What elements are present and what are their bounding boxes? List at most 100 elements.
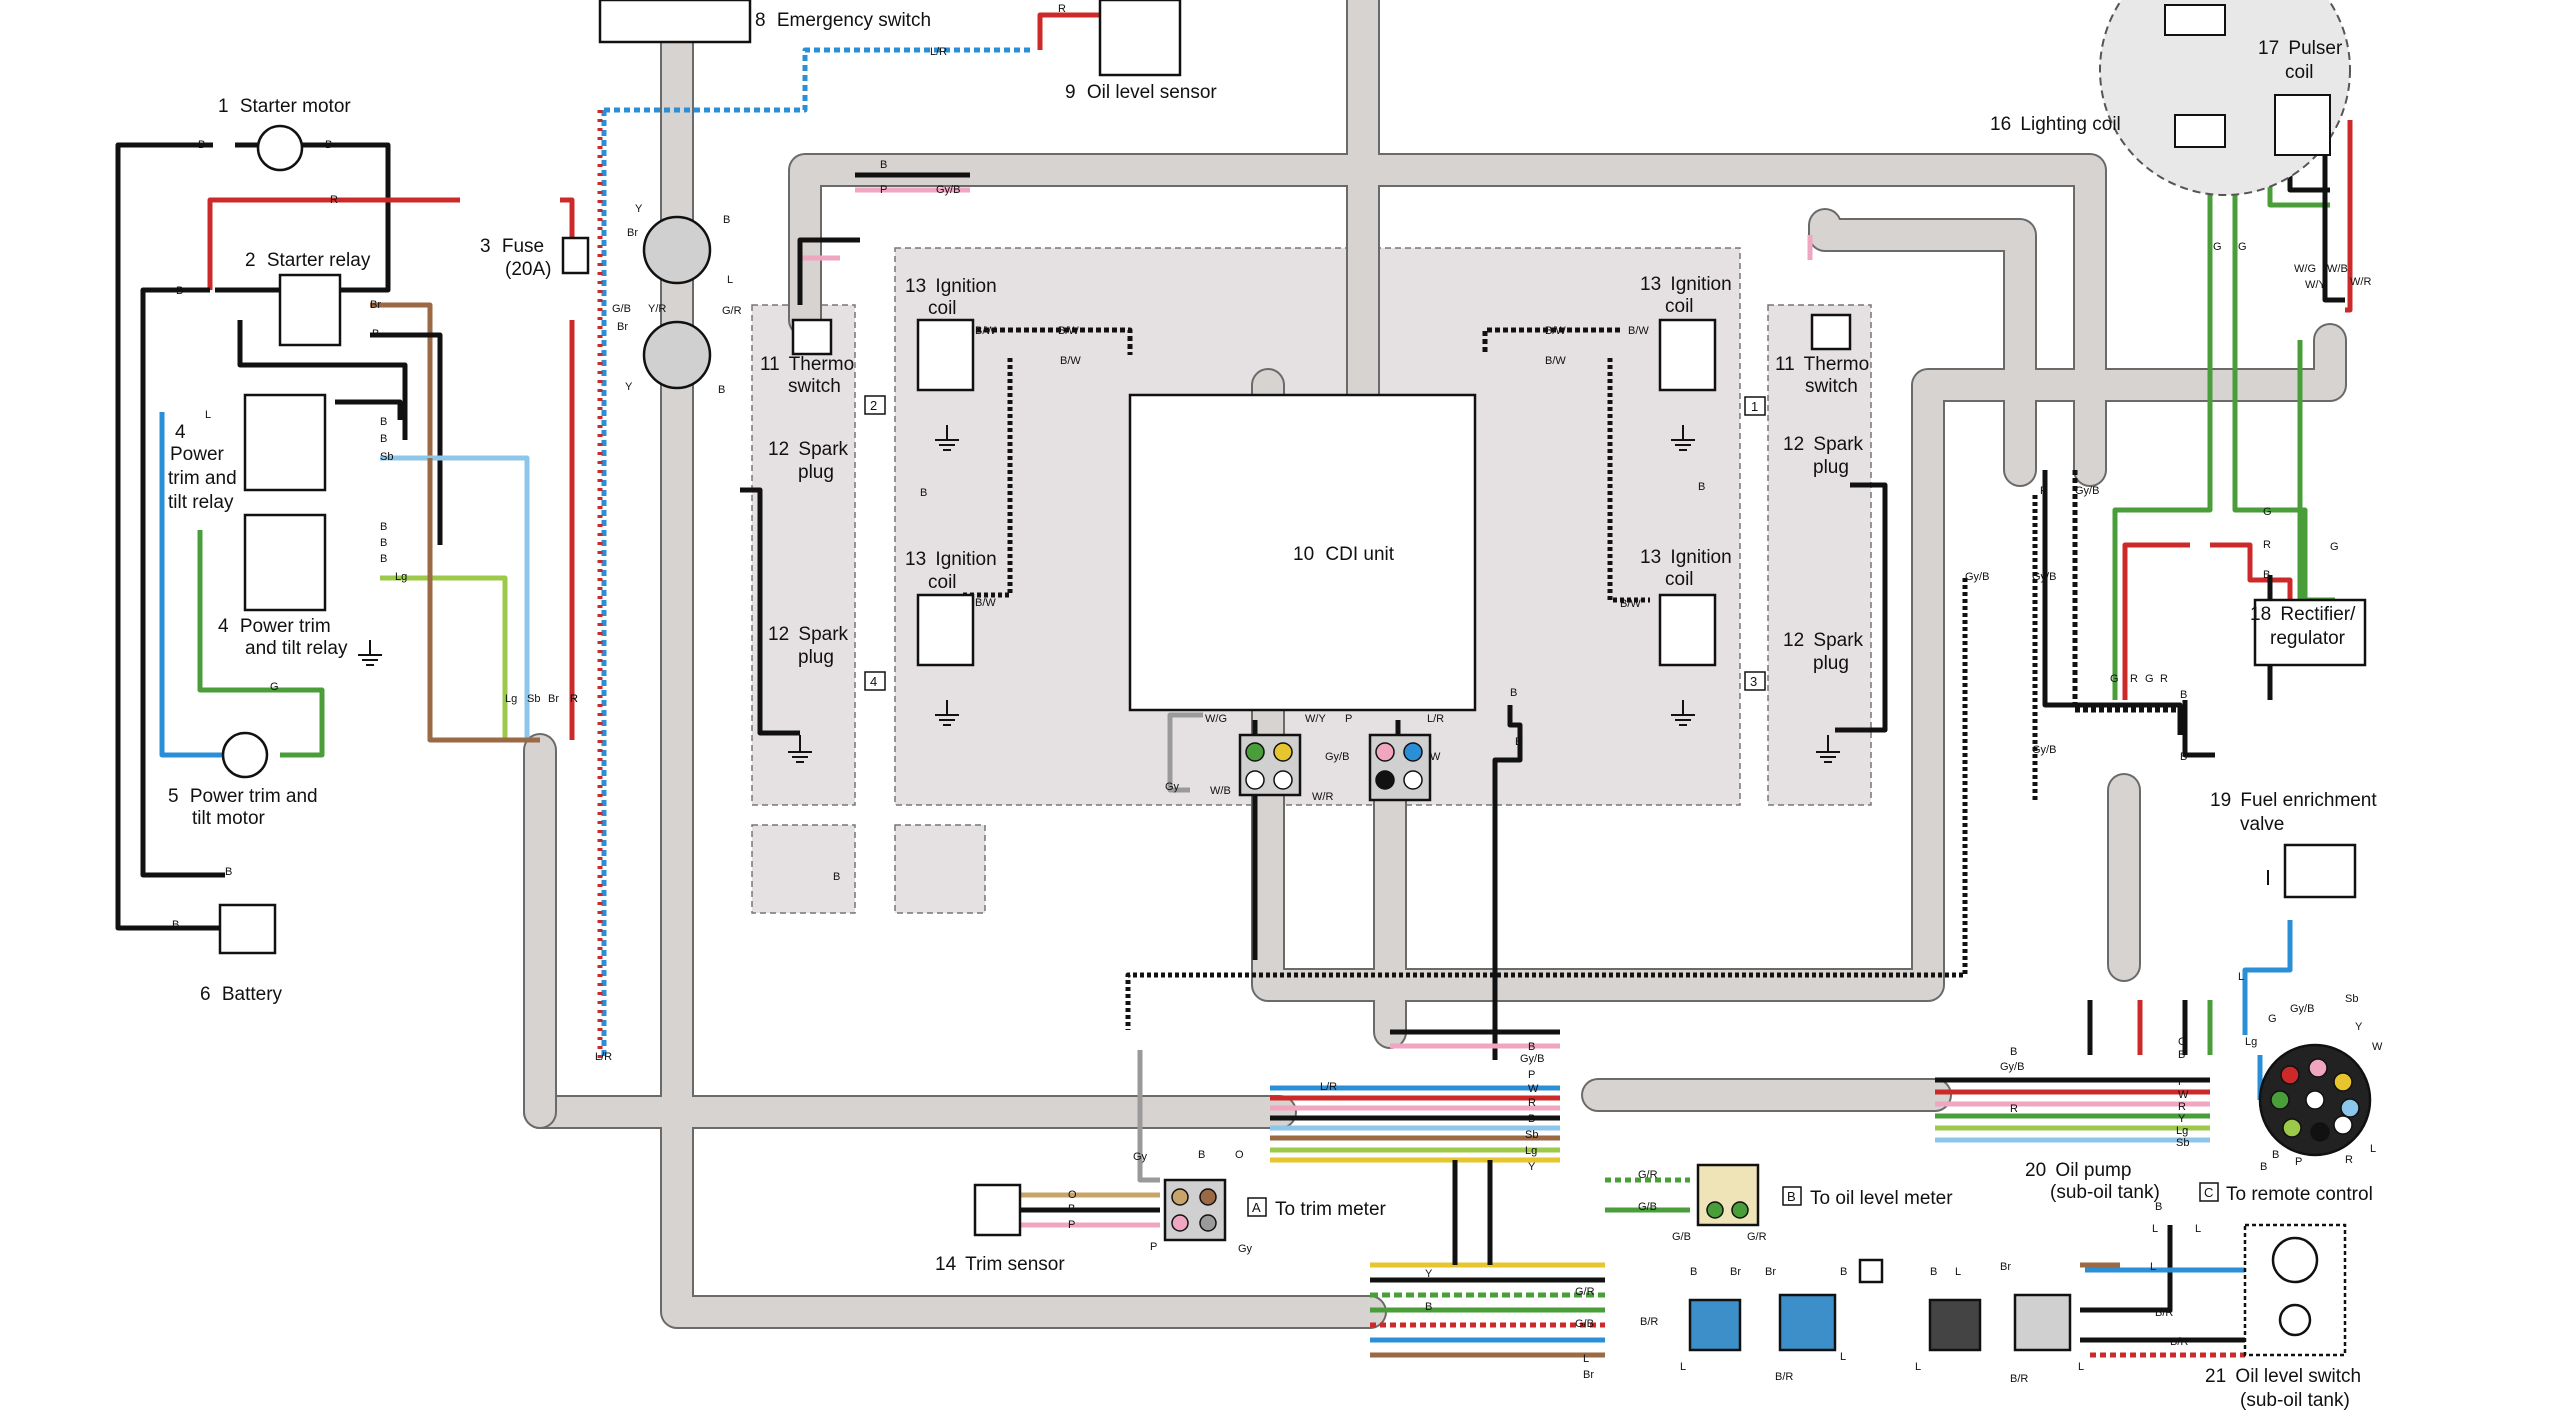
svg-text:L: L [2238, 971, 2244, 983]
trim-relay-number: 4 [175, 422, 186, 443]
svg-text:Gy/B: Gy/B [1325, 751, 1349, 763]
svg-text:P: P [1345, 713, 1352, 725]
wire-labels-cdi: W/G W/Y P L/R Gy/B W Gy W/B W/R B [1165, 713, 1522, 803]
svg-text:B: B [2178, 1049, 2185, 1061]
oil-level-sensor-label: 9 Oil level sensor [1065, 82, 1217, 103]
wire-labels-harness-right: B Gy/B R G B P W R Y Lg Sb L Y W Sb G Gy… [2000, 971, 2383, 1173]
svg-text:L: L [2078, 1361, 2084, 1373]
svg-text:Gy: Gy [1133, 1151, 1148, 1163]
svg-text:G/B: G/B [1672, 1231, 1691, 1243]
svg-text:Gy: Gy [1165, 781, 1180, 793]
svg-text:L: L [2150, 1261, 2156, 1273]
plug-pins [1171, 742, 2360, 1232]
svg-text:B: B [1787, 1189, 1796, 1204]
svg-text:B: B [372, 328, 379, 340]
svg-text:B: B [198, 139, 205, 151]
components [218, 0, 2367, 1284]
svg-text:2: 2 [870, 398, 877, 413]
svg-text:B: B [880, 159, 887, 171]
svg-text:B: B [1690, 1266, 1697, 1278]
wire-labels-oil-meter: G/R G/B G/B G/R [1638, 1169, 1767, 1243]
lighting-coil-label: 16 Lighting coil [1990, 114, 2121, 135]
svg-text:L: L [2370, 1143, 2376, 1155]
svg-text:Gy/B: Gy/B [2075, 485, 2099, 497]
wire-labels-plug: Y B Br G/B Y/R L G/R Br B Y [612, 203, 742, 396]
fuse-label: 3 Fuse [480, 236, 544, 257]
svg-text:B: B [1528, 1113, 1535, 1125]
svg-text:B: B [380, 553, 387, 565]
emergency-switch-label: 8 Emergency switch [755, 10, 931, 31]
svg-text:W/Y: W/Y [1305, 713, 1326, 725]
svg-text:R: R [2010, 1103, 2018, 1115]
svg-text:To remote control: To remote control [2226, 1184, 2373, 1205]
spark-plug-b-line2: plug [798, 647, 834, 668]
svg-text:R: R [1528, 1097, 1536, 1109]
svg-text:L: L [1583, 1353, 1589, 1365]
cdi-unit-label: 10 CDI unit [1293, 544, 1395, 565]
svg-text:B: B [2180, 689, 2187, 701]
svg-text:Sb: Sb [380, 451, 393, 463]
ignition-coil-d-label: 13 Ignition [1640, 547, 1732, 568]
svg-text:B: B [1068, 1203, 1075, 1215]
harness-bundles [523, 0, 2347, 1329]
svg-text:P: P [2178, 1076, 2185, 1088]
trim-relay-line2: trim and [168, 468, 237, 489]
svg-text:Y: Y [2355, 1021, 2363, 1033]
svg-text:W/R: W/R [2350, 276, 2371, 288]
thermo-switch-left-line2: switch [788, 376, 841, 397]
svg-text:B/W: B/W [1628, 325, 1649, 337]
svg-text:W/G: W/G [1205, 713, 1227, 725]
svg-text:Gy/B: Gy/B [2000, 1061, 2024, 1073]
svg-text:B: B [1510, 687, 1517, 699]
svg-text:R: R [330, 194, 338, 206]
svg-text:B: B [1515, 736, 1522, 748]
svg-text:B: B [2155, 1201, 2162, 1213]
svg-text:Y/R: Y/R [648, 303, 666, 315]
svg-text:Br: Br [2000, 1261, 2011, 1273]
cdi-label: CDI unit [1325, 544, 1394, 565]
svg-text:Lg: Lg [395, 571, 407, 583]
starter-relay-label: 2 Starter relay [245, 250, 371, 271]
svg-text:G: G [2263, 506, 2272, 518]
svg-text:Y: Y [1425, 1268, 1433, 1280]
spark-plug-d-line2: plug [1813, 653, 1849, 674]
svg-text:B: B [1425, 1301, 1432, 1313]
svg-text:W/R: W/R [1312, 791, 1333, 803]
svg-text:Br: Br [627, 227, 638, 239]
svg-text:Sb: Sb [1525, 1129, 1538, 1141]
spark-plug-c-label: 12 Spark [1783, 434, 1864, 455]
svg-text:B/R: B/R [2155, 1307, 2173, 1319]
svg-text:B/R: B/R [2010, 1373, 2028, 1385]
svg-text:L: L [205, 409, 211, 421]
spark-plug-c-line2: plug [1813, 457, 1849, 478]
rectifier-line2: regulator [2270, 628, 2346, 649]
ignition-coil-b-label: 13 Ignition [905, 549, 997, 570]
cdi-unit-box [1128, 393, 1477, 712]
svg-text:B: B [2263, 569, 2270, 581]
svg-text:Gy/B: Gy/B [2290, 1003, 2314, 1015]
cdi-number: 10 [1293, 544, 1314, 565]
connector-B-label: B To oil level meter [1782, 1186, 1953, 1209]
cylinder-markers: 2 4 1 3 [864, 395, 1766, 691]
svg-text:G/R: G/R [1575, 1286, 1595, 1298]
svg-text:R: R [1058, 3, 1066, 15]
svg-text:W: W [2178, 1089, 2189, 1101]
svg-text:W/B: W/B [1210, 785, 1231, 797]
wire-labels-left: B B R R B Br B L B B Sb B B B Lg G B B L… [172, 139, 612, 1063]
oil-level-switch-label: 21 Oil level switch [2205, 1366, 2361, 1387]
svg-text:Y: Y [1528, 1161, 1536, 1173]
svg-text:B: B [2010, 1046, 2017, 1058]
svg-text:B/R: B/R [2170, 1336, 2188, 1348]
thermo-switch-right-label: 11 Thermo [1775, 354, 1869, 375]
wire-labels-bottom: Y B G/R G/B B/R L Br Br B L B/R L Br B L… [1425, 1201, 2201, 1385]
fuel-enrichment-label: 19 Fuel enrichment [2210, 790, 2377, 811]
svg-text:B: B [2272, 1149, 2279, 1161]
svg-text:B: B [225, 866, 232, 878]
ignition-coil-d-line2: coil [1665, 569, 1694, 590]
svg-text:Br: Br [548, 693, 559, 705]
svg-text:B/W: B/W [975, 325, 996, 337]
svg-text:To oil level meter: To oil level meter [1810, 1188, 1953, 1209]
svg-text:B: B [380, 433, 387, 445]
svg-text:L: L [1680, 1361, 1686, 1373]
ignition-coil-a-line2: coil [928, 298, 957, 319]
